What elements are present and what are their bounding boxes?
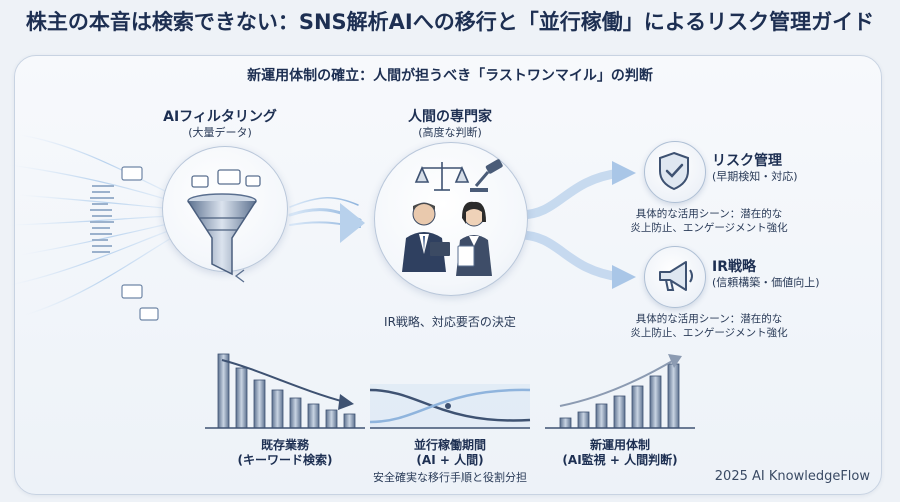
ai-filter-subtitle: (大量データ) (188, 126, 252, 139)
ir-desc-line2: 炎上防止、エンゲージメント強化 (630, 327, 788, 339)
footer-credit: 2025 AI KnowledgeFlow (714, 469, 870, 484)
scales-icon (414, 162, 470, 191)
woman-figure-icon (456, 201, 492, 276)
human-expert-subtitle: (高度な判断) (418, 126, 482, 139)
phase2-title: 並行稼働期間 (413, 438, 486, 452)
phase1-title: 既存業務 (260, 438, 309, 452)
branch-arrows (515, 168, 625, 282)
section-subtitle: 新運用体制の確立：人間が担うべき「ラストワンマイル」の判断 (247, 68, 653, 84)
gavel-icon (470, 159, 503, 192)
phase3-title: 新運用体制 (589, 438, 650, 452)
branch-arrow-head-top-icon (612, 161, 636, 185)
branch-arrow-head-bottom-icon (612, 265, 636, 289)
risk-desc-line2: 炎上防止、エンゲージメント強化 (630, 222, 788, 234)
phase3-bars (559, 363, 680, 429)
arrow-head-icon (340, 203, 365, 243)
decline-arrow-icon (338, 394, 354, 410)
human-expert-caption: IR戦略、対応要否の決定 (384, 315, 516, 329)
risk-subtitle: (早期検知・対応) (712, 170, 798, 183)
ir-subtitle: (信頼構築・価値向上) (712, 276, 820, 289)
megaphone-icon (659, 261, 693, 291)
phase2-waves (369, 384, 531, 428)
chat-bubble-icons (121, 166, 159, 321)
ai-filter-title: AIフィルタリング (163, 109, 277, 125)
experts-illustration (402, 159, 503, 276)
phase1-subtitle: (キーワード検索) (237, 453, 333, 467)
text-line-glyphs (90, 185, 114, 253)
risk-desc-line1: 具体的な活用シーン：潜在的な (635, 208, 783, 220)
ir-title: IR戦略 (712, 259, 756, 275)
phase-charts (205, 353, 695, 429)
risk-title: リスク管理 (712, 153, 782, 169)
phase1-bars (217, 353, 356, 429)
funnel-icon (187, 169, 261, 283)
shield-check-icon (659, 151, 689, 191)
phase2-subtitle: (AI + 人間) (416, 453, 484, 467)
rise-arrow-icon (668, 354, 682, 368)
man-figure-icon (402, 202, 450, 272)
phase3-subtitle: (AI監視 + 人間判断) (562, 453, 678, 467)
human-expert-title: 人間の専門家 (408, 109, 492, 125)
ir-desc-line1: 具体的な活用シーン：潜在的な (635, 313, 783, 325)
phase-caption: 安全確実な移行手順と役割分担 (373, 471, 527, 484)
page-title: 株主の本音は検索できない：SNS解析AIへの移行と「並行稼働」によるリスク管理ガ… (25, 10, 875, 34)
